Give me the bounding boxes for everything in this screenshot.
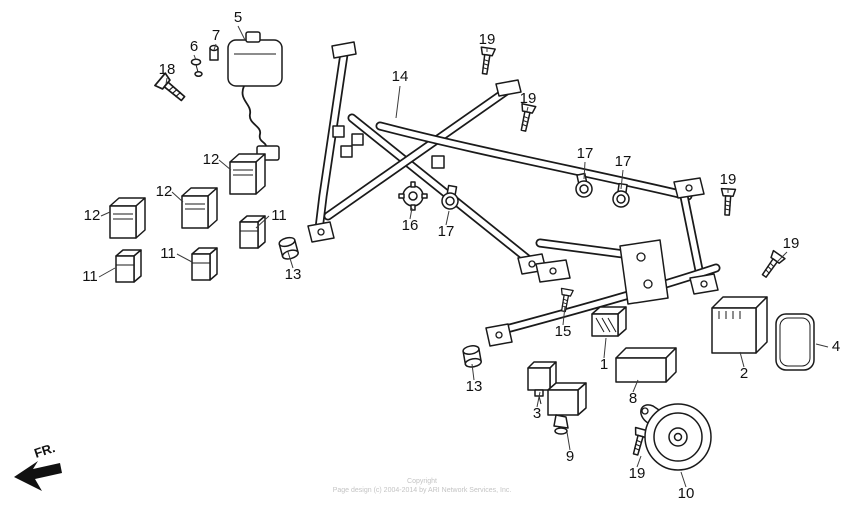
part-6-washer: [190, 58, 203, 77]
part-label-5: 5: [234, 9, 242, 26]
leader-lines: [98, 25, 829, 488]
front-arrow-icon: [14, 461, 62, 491]
part-2-unit: [711, 296, 768, 354]
frame-bracket-center: [619, 239, 669, 305]
part-label-12-3: 12: [84, 207, 101, 224]
part-label-11-1: 11: [271, 207, 287, 224]
part-label-19-5: 19: [629, 465, 646, 482]
part-label-12-2: 12: [156, 183, 173, 200]
part-label-8: 8: [629, 390, 637, 407]
part-label-17-2: 17: [577, 145, 594, 162]
harness-clips: [332, 125, 445, 169]
part-13-grommet-1: [277, 235, 300, 262]
part-label-17-1: 17: [438, 223, 455, 240]
frame-stay-assembly: [307, 41, 721, 347]
part-1-unit: [591, 306, 627, 337]
watermark-line-2: Page design (c) 2004-2014 by ARI Network…: [333, 487, 512, 494]
frame-bracket-screw15: [535, 259, 571, 283]
part-label-11-3: 11: [82, 268, 98, 285]
part-label-19-3: 19: [720, 171, 737, 188]
part-label-15: 15: [555, 323, 572, 340]
part-label-18: 18: [159, 61, 176, 78]
part-label-3: 3: [533, 405, 541, 422]
part-label-1: 1: [600, 356, 608, 373]
part-7-collar: [209, 44, 219, 61]
part-label-19-2: 19: [520, 90, 537, 107]
part-label-4: 4: [832, 338, 840, 355]
frame-foot-left: [307, 221, 335, 243]
part-16-bushing: [398, 181, 428, 211]
part-12-relay-3: [109, 197, 146, 239]
part-label-13-2: 13: [466, 378, 483, 395]
parts: [109, 31, 815, 471]
part-12-relay-2: [181, 187, 218, 229]
frame-plate-right-top: [673, 177, 705, 199]
frame-foot-right: [689, 273, 719, 295]
part-number-labels: 5 7 6 18 19 14 19 12 12 12 11 11 11 13 1…: [82, 9, 840, 502]
part-8-box: [615, 347, 677, 383]
part-12-relay-1: [229, 153, 266, 195]
part-label-11-2: 11: [160, 245, 176, 262]
part-label-6: 6: [190, 38, 198, 55]
part-4-cover: [775, 313, 815, 371]
part-label-12-1: 12: [203, 151, 220, 168]
part-11-connector-3: [115, 249, 142, 283]
bolt-19-2: [515, 102, 537, 133]
part-5-unit: [227, 31, 283, 161]
part-label-16: 16: [402, 217, 419, 234]
part-label-14: 14: [392, 68, 409, 85]
part-11-connector-1: [239, 215, 266, 249]
part-label-19-1: 19: [479, 31, 496, 48]
part-label-9: 9: [566, 448, 574, 465]
part-label-19-4: 19: [783, 235, 800, 252]
front-direction-marker: FR.: [14, 440, 62, 491]
bolt-19-4: [757, 249, 786, 281]
part-10-horn: [640, 403, 712, 471]
part-11-connector-2: [191, 247, 218, 281]
part-label-13-1: 13: [285, 266, 302, 283]
part-label-17-3: 17: [615, 153, 632, 170]
front-arrow-label: FR.: [32, 440, 57, 461]
part-label-10: 10: [678, 485, 695, 502]
bolt-19-1: [476, 46, 496, 76]
part-9-relay-bracket: [547, 382, 587, 435]
part-label-2: 2: [740, 365, 748, 382]
frame-foot-lower: [485, 323, 513, 347]
watermark-line-1: Copyright: [407, 478, 437, 485]
part-label-7: 7: [212, 27, 220, 44]
watermark: Copyright Page design (c) 2004-2014 by A…: [333, 478, 512, 494]
